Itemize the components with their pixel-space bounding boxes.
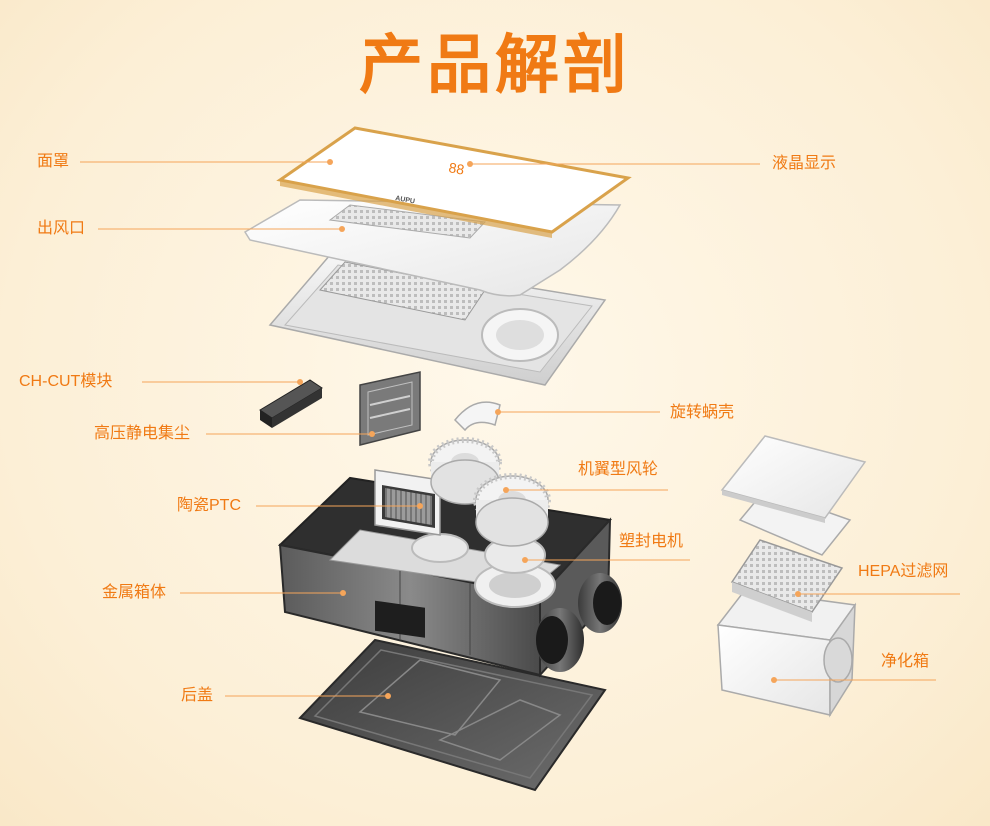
purify-top-panel-part xyxy=(720,435,867,523)
label-lcd-display: 液晶显示 xyxy=(772,155,837,172)
electrostatic-collector-part xyxy=(359,371,421,446)
label-wing-fan: 机翼型风轮 xyxy=(578,461,659,478)
leader-lines xyxy=(80,159,960,699)
sealed-motor-part xyxy=(411,533,556,608)
label-ch-cut-module: CH-CUT模块 xyxy=(19,373,113,390)
back-cover-part xyxy=(298,638,607,792)
label-hepa-filter: HEPA过滤网 xyxy=(858,563,949,580)
label-air-outlet: 出风口 xyxy=(37,220,86,237)
page-title: 产品解剖 xyxy=(359,29,631,101)
label-metal-box: 金属箱体 xyxy=(102,584,167,601)
svg-text:88: 88 xyxy=(447,159,465,177)
purify-box-part xyxy=(716,589,857,718)
label-back-cover: 后盖 xyxy=(181,687,214,704)
label-sealed-motor: 塑封电机 xyxy=(619,533,684,550)
metal-box-part xyxy=(277,476,622,678)
scroll-housing-part xyxy=(453,401,501,432)
face-cover-part: 88 AUPU xyxy=(276,126,632,238)
label-ceramic-ptc: 陶瓷PTC xyxy=(177,497,242,514)
label-electrostatic: 高压静电集尘 xyxy=(94,425,191,442)
ceramic-ptc-part xyxy=(374,469,441,536)
brand-logo: AUPU xyxy=(395,195,416,205)
label-scroll-housing: 旋转蜗壳 xyxy=(670,404,735,421)
ch-cut-module-part xyxy=(259,379,323,428)
label-face-cover: 面罩 xyxy=(37,153,70,170)
wing-fan-part xyxy=(428,437,551,547)
label-purify-box: 净化箱 xyxy=(881,653,930,670)
